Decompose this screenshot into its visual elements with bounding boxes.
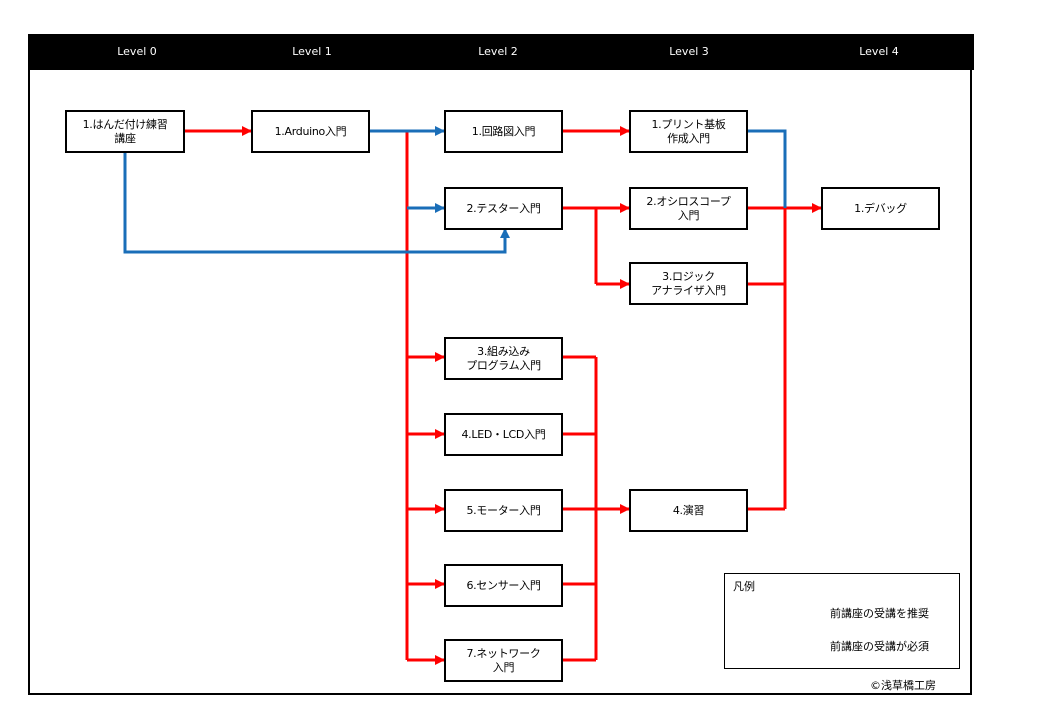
legend-title: 凡例 (733, 580, 755, 593)
node-pcb: 1.プリント基板 作成入門 (629, 110, 748, 153)
node-sensor: 6.センサー入門 (444, 564, 563, 607)
node-debug: 1.デバッグ (821, 187, 940, 230)
legend-required-label: 前講座の受講が必須 (830, 640, 929, 653)
node-arduino: 1.Arduino入門 (251, 110, 370, 153)
level-1-label: Level 1 (292, 45, 332, 58)
legend-recommended-label: 前講座の受講を推奨 (830, 607, 929, 620)
node-logic-analyzer: 3.ロジック アナライザ入門 (629, 262, 748, 305)
node-exercise: 4.演習 (629, 489, 748, 532)
node-led-lcd: 4.LED・LCD入門 (444, 413, 563, 456)
node-network: 7.ネットワーク 入門 (444, 639, 563, 682)
edge-soldering-tester (123, 153, 510, 254)
edge-pcb-debug (748, 129, 787, 208)
level-header-bar (28, 34, 974, 70)
node-tester: 2.テスター入門 (444, 187, 563, 230)
node-embedded: 3.組み込み プログラム入門 (444, 337, 563, 380)
node-oscilloscope: 2.オシロスコープ 入門 (629, 187, 748, 230)
node-circuit: 1.回路図入門 (444, 110, 563, 153)
copyright-text: ©浅草橋工房 (870, 679, 936, 692)
node-soldering: 1.はんだ付け練習 講座 (65, 110, 185, 153)
node-motor: 5.モーター入門 (444, 489, 563, 532)
legend-box: 凡例 前講座の受講を推奨 前講座の受講が必須 (724, 573, 960, 669)
level-4-label: Level 4 (859, 45, 899, 58)
level-0-label: Level 0 (117, 45, 157, 58)
level-3-label: Level 3 (669, 45, 709, 58)
level-2-label: Level 2 (478, 45, 518, 58)
